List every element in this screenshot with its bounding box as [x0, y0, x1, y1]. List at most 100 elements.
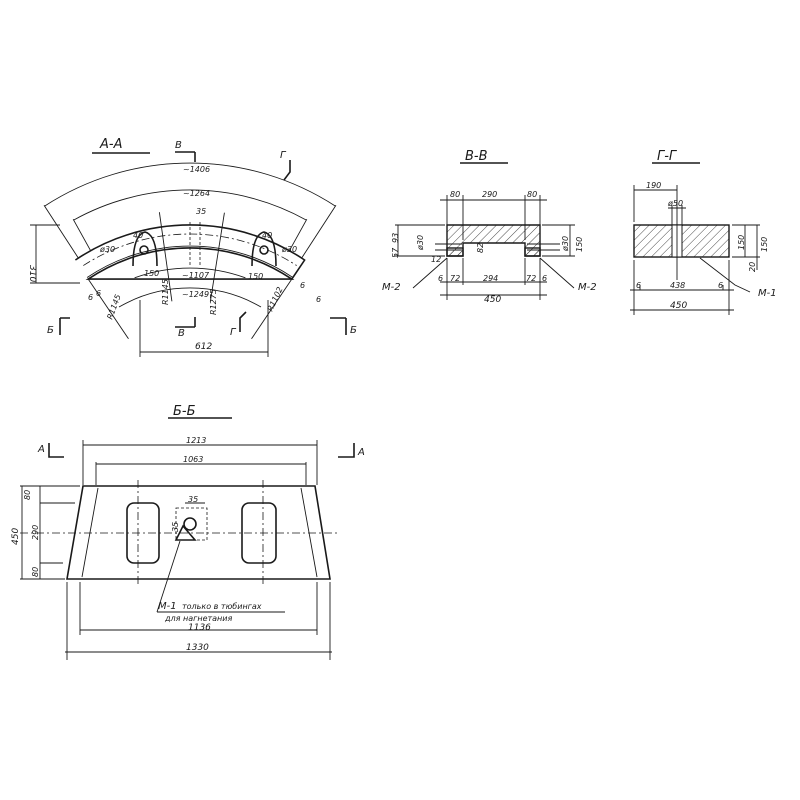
view-g-g: Г-Г 190 ø50 150 150 20 6 438 6 450 М-1: [630, 149, 777, 315]
dim-label: 290: [482, 190, 497, 199]
dim-label: 80: [23, 490, 32, 500]
dim-label: 82: [476, 243, 485, 253]
dim-label: 6: [96, 289, 101, 298]
dim-label: 190: [646, 181, 661, 190]
dim-label: 150: [575, 237, 584, 252]
cut-mark: [239, 311, 247, 332]
radius-line: [251, 278, 293, 340]
dim-label: ø30: [281, 245, 297, 254]
dim-label: ~1249: [182, 290, 209, 299]
cut-mark: [330, 317, 347, 335]
cut-label-b: Б: [350, 325, 357, 336]
dim-label: 72: [450, 274, 460, 283]
dim-arc-1406: [44, 162, 336, 207]
extension-line: [43, 204, 79, 259]
dim-arc-1107: [134, 267, 246, 279]
cut-mark: [283, 160, 291, 181]
embedded-part-m1: [174, 524, 197, 541]
segment-plan-outline: [66, 485, 331, 580]
dim-label: 1330: [186, 643, 209, 653]
embedded-part-m2: [524, 247, 541, 257]
dim-label: R1275: [209, 289, 218, 315]
dim-label: 1136: [188, 623, 211, 633]
dim-label: 12: [431, 255, 441, 264]
grout-plate-outline: [175, 507, 208, 541]
radius-line: [158, 212, 173, 302]
dim-label: 150: [737, 235, 746, 250]
note-text: только в тюбингах: [182, 602, 262, 611]
dim-arc-1249: [118, 287, 262, 308]
dim-label: 310: [27, 265, 37, 282]
dim-label: 57: [391, 247, 400, 258]
dim-label: R1145: [161, 279, 170, 305]
mark-m2: М-2: [578, 282, 597, 293]
cut-mark: [175, 151, 196, 162]
radius-line: [87, 278, 129, 340]
view-title: А-А: [99, 137, 122, 152]
bolt-hole: [139, 245, 149, 255]
dim-label: 20: [748, 262, 757, 272]
dim-label: ø30: [561, 236, 570, 252]
dim-label: 450: [11, 528, 21, 545]
dim-arc-1264: [73, 189, 307, 221]
view-title: В-В: [465, 149, 488, 164]
segment-arc-geometry: [43, 162, 337, 340]
leader-lines: [412, 257, 575, 289]
cut-label-a: А: [357, 447, 365, 458]
dim-label: 6: [542, 274, 547, 283]
dim-label: ø30: [99, 245, 115, 254]
segment-body: [74, 224, 306, 280]
view-b-b: Б-Б 35 35 1213 1063 80 290 80 450 1136 1…: [11, 404, 365, 660]
dim-label: R1145: [105, 293, 122, 320]
dim-line-310: [30, 224, 80, 284]
dim-label: 612: [195, 342, 212, 352]
dim-label: R1102: [266, 286, 285, 313]
cut-label-g: Г: [280, 150, 287, 161]
grout-hole: [183, 517, 197, 531]
cut-mark: [48, 443, 64, 458]
view-title: Г-Г: [657, 149, 678, 164]
dim-label: 6: [718, 281, 723, 290]
view-v-v: В-В 80 290 80 57 93 ø30 82 12 ø30 150 6 …: [382, 149, 597, 305]
dim-label: 150: [144, 269, 159, 278]
view-title: Б-Б: [173, 404, 196, 419]
dim-label: 6: [88, 293, 93, 302]
dim-label: 35: [188, 495, 198, 504]
cut-label-a: А: [37, 444, 45, 455]
extension-line: [72, 218, 92, 251]
bolt-pocket: [251, 231, 277, 267]
dim-label: 80: [527, 190, 537, 199]
dim-label: ø50: [667, 199, 683, 208]
dim-label: 6: [438, 274, 443, 283]
dim-label: 150: [760, 237, 769, 252]
dim-label: 72: [526, 274, 536, 283]
dimension-lines: [630, 185, 760, 315]
embedded-part-m2: [446, 247, 464, 257]
dim-label: ~1264: [183, 189, 210, 198]
dim-label: 80: [450, 190, 460, 199]
dim-label: 450: [484, 295, 501, 305]
cut-label-b: Б: [47, 325, 54, 336]
mark-m1: М-1: [758, 288, 777, 299]
dim-label: 294: [483, 274, 498, 283]
dim-label: 80: [31, 567, 40, 577]
mark-m2: М-2: [382, 282, 401, 293]
dim-label: 6: [300, 281, 305, 290]
dim-label: ~1107: [182, 271, 210, 280]
dim-label: 93: [391, 233, 400, 243]
extension-line: [288, 218, 308, 251]
cut-label-v: В: [175, 140, 182, 151]
dim-label: 438: [670, 281, 685, 290]
extension-line: [301, 204, 337, 259]
dim-label: 6: [636, 281, 641, 290]
dim-label: 1213: [186, 436, 206, 445]
joint-lines: [81, 487, 318, 578]
dimension-lines: [395, 195, 575, 300]
note-mark-m1: М-1: [158, 601, 177, 612]
dim-label: 35: [171, 522, 180, 532]
dim-line-612: [139, 300, 269, 357]
dim-label: ø30: [416, 235, 425, 251]
cut-mark: [59, 317, 70, 335]
dim-label: 450: [670, 301, 687, 311]
